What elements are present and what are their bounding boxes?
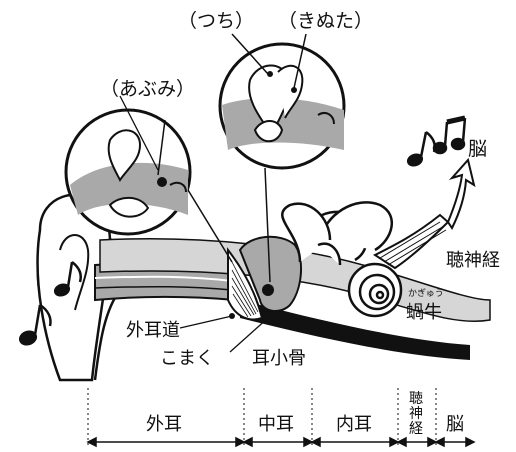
label-tsuchi: （つち） xyxy=(178,10,255,32)
section-arrows xyxy=(86,436,476,448)
section-label-choushinkei: 聴 神 経 xyxy=(409,391,423,437)
label-kinuta: （きぬた） xyxy=(278,10,374,32)
label-gaijidou: 外耳道 xyxy=(126,320,180,341)
label-abumi: （あぶみ） xyxy=(100,78,196,100)
abumi-leader xyxy=(119,95,159,171)
section-label-gaiji: 外耳 xyxy=(146,414,182,435)
label-nou: 脳 xyxy=(468,138,488,160)
malleus-callout-line xyxy=(264,167,271,283)
section-label-chuuji: 中耳 xyxy=(258,414,294,435)
middle-ear-shape xyxy=(238,235,302,312)
music-note-icon xyxy=(432,115,467,155)
music-note-icon xyxy=(53,261,82,297)
label-kagyu: 蝸牛 xyxy=(406,302,442,323)
eardrum-shape xyxy=(227,247,264,321)
label-jishoukotsu: 耳小骨 xyxy=(252,348,306,369)
malleus-pointer-line xyxy=(231,33,269,75)
inner-ear-shape xyxy=(281,201,403,318)
malleus-incus-magnifier xyxy=(218,42,346,170)
label-choushinkei: 聴神経 xyxy=(446,250,500,271)
arrow-up-icon xyxy=(446,157,476,230)
komaku-leader xyxy=(229,317,269,353)
label-komaku: こまく xyxy=(160,348,214,369)
incus-pointer-line xyxy=(293,33,307,89)
music-note-icon xyxy=(406,131,436,167)
section-label-naiji: 内耳 xyxy=(336,414,372,435)
stapes-callout-line xyxy=(187,189,233,263)
section-label-nou: 脳 xyxy=(446,414,464,435)
music-note-icon xyxy=(18,303,52,346)
gaijidou-leader xyxy=(179,315,233,329)
label-kagyu-reading: かぎゅう xyxy=(408,289,444,299)
stapes-pointer-line xyxy=(157,119,166,176)
stapes-magnifier xyxy=(64,108,192,236)
